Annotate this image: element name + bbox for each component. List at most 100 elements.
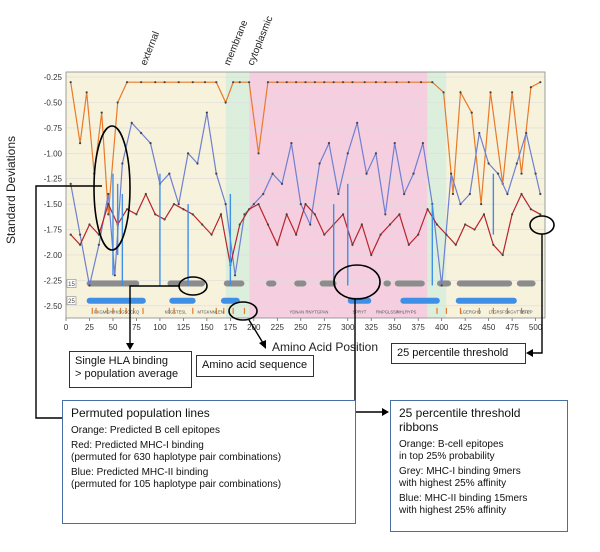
series-point bbox=[451, 192, 455, 196]
series-point bbox=[78, 233, 82, 236]
series-point bbox=[248, 81, 251, 84]
sequence-fragment: YDNAN bbox=[290, 309, 305, 314]
series-point bbox=[163, 218, 166, 221]
x-tick-label: 150 bbox=[200, 323, 214, 332]
x-tick-label: 450 bbox=[482, 323, 496, 332]
series-point bbox=[299, 203, 302, 206]
y-tick-label: -2.00 bbox=[44, 251, 63, 260]
ribbon-tag-box bbox=[66, 296, 77, 306]
sequence-fragment: NHLRYPS bbox=[397, 309, 417, 314]
series-point bbox=[69, 233, 72, 236]
series-point bbox=[191, 213, 194, 216]
x-tick-label: 225 bbox=[271, 323, 285, 332]
series-point bbox=[332, 81, 335, 84]
series-point bbox=[69, 182, 72, 185]
callout-overlay bbox=[35, 125, 555, 422]
y-tick-label: -1.75 bbox=[44, 226, 63, 235]
series-point bbox=[511, 213, 514, 216]
series-point bbox=[168, 172, 171, 175]
x-tick-label: 425 bbox=[458, 323, 472, 332]
series-point bbox=[384, 81, 387, 84]
series-point bbox=[140, 81, 143, 84]
threshold-ribbon-segment bbox=[223, 280, 245, 287]
ribbon-legend-item: Orange: B-cell epitopes in top 25% proba… bbox=[399, 439, 504, 462]
x-tick-label: 0 bbox=[64, 323, 69, 332]
series-point bbox=[186, 152, 190, 155]
series-point bbox=[459, 203, 462, 206]
threshold-note: 25 percentile threshold bbox=[391, 343, 526, 364]
threshold-ribbon-segment bbox=[456, 280, 513, 287]
permuted-legend-item: Red: Predicted MHC-I binding (permuted f… bbox=[71, 440, 282, 463]
series-point bbox=[327, 142, 331, 145]
series-point bbox=[515, 162, 518, 165]
series-point bbox=[480, 203, 483, 206]
x-tick-label: 275 bbox=[318, 323, 332, 332]
ribbon-tag-box bbox=[66, 279, 77, 288]
threshold-ribbon-segment bbox=[294, 280, 307, 287]
permuted-lines-legend: Permuted population lines Orange: Predic… bbox=[62, 400, 356, 524]
series-point bbox=[201, 223, 204, 226]
series-point bbox=[144, 192, 147, 196]
series-point bbox=[419, 81, 423, 84]
series-point bbox=[351, 243, 354, 246]
connector-hla bbox=[129, 285, 180, 343]
series-point bbox=[252, 203, 255, 206]
threshold-ribbon-segment bbox=[400, 297, 440, 304]
y-tick-label: -1.00 bbox=[44, 149, 63, 158]
y-axis-label: Standard Deviations bbox=[4, 136, 18, 244]
series-point bbox=[374, 152, 378, 155]
region-band bbox=[225, 72, 250, 318]
threshold-ribbon-segment bbox=[394, 280, 425, 287]
threshold-ribbon-segment bbox=[220, 297, 240, 304]
sequence-fragment: LTGRSFSKGVTTEFEP bbox=[489, 309, 533, 314]
sequence-note-text: Amino acid sequence bbox=[202, 359, 308, 371]
series-point bbox=[323, 81, 326, 84]
series-point bbox=[257, 203, 260, 206]
series-point bbox=[365, 172, 368, 175]
connector-seq bbox=[248, 319, 264, 344]
series-point bbox=[233, 274, 237, 277]
series-point bbox=[511, 91, 514, 94]
x-tick-label: 50 bbox=[109, 323, 118, 332]
series-point bbox=[454, 243, 457, 246]
series-point bbox=[224, 101, 227, 104]
permuted-legend-item: Orange: Predicted B cell epitopes bbox=[71, 425, 220, 436]
series-point bbox=[449, 172, 453, 175]
series-point bbox=[496, 172, 500, 175]
ribbon-tag-label: 25 bbox=[68, 299, 75, 305]
plot-frame bbox=[65, 71, 546, 319]
series-point bbox=[539, 192, 542, 196]
series-point bbox=[506, 192, 509, 196]
series-point bbox=[304, 81, 307, 84]
series-point bbox=[351, 81, 354, 84]
series-point bbox=[478, 131, 481, 135]
series-point bbox=[487, 162, 490, 165]
series-point bbox=[309, 223, 312, 226]
y-tick-label: -1.50 bbox=[44, 200, 63, 209]
y-tick-label: -1.25 bbox=[44, 175, 63, 184]
series-point bbox=[393, 142, 396, 145]
data-series bbox=[69, 81, 542, 287]
series-point bbox=[88, 223, 91, 226]
ribbon-legend-title: 25 percentile threshold ribbons bbox=[399, 406, 521, 434]
x-tick-label: 250 bbox=[294, 323, 308, 332]
series-point bbox=[407, 81, 410, 84]
series-point bbox=[395, 81, 398, 84]
ribbon-legend-item: Blue: MHC-II binding 15mers with highest… bbox=[399, 493, 528, 516]
x-tick-label: 75 bbox=[132, 323, 141, 332]
ribbon-legend-item: Grey: MHC-I binding 9mers with highest 2… bbox=[399, 466, 521, 489]
sequence-fragment: RNYTGPAN bbox=[306, 309, 329, 314]
x-tick-label: 475 bbox=[505, 323, 519, 332]
series-point bbox=[529, 208, 533, 211]
connector-threshold bbox=[532, 234, 543, 354]
series-point bbox=[219, 213, 223, 216]
series-point bbox=[78, 142, 82, 145]
series-point bbox=[470, 111, 473, 114]
sequence-fragment: MTGKNNLEN bbox=[197, 309, 223, 314]
x-axis-label: Amino Acid Position bbox=[272, 340, 378, 354]
threshold-ribbon-segment bbox=[319, 280, 337, 287]
series-point bbox=[318, 162, 321, 165]
series-point bbox=[280, 182, 284, 185]
series-point bbox=[97, 243, 100, 246]
